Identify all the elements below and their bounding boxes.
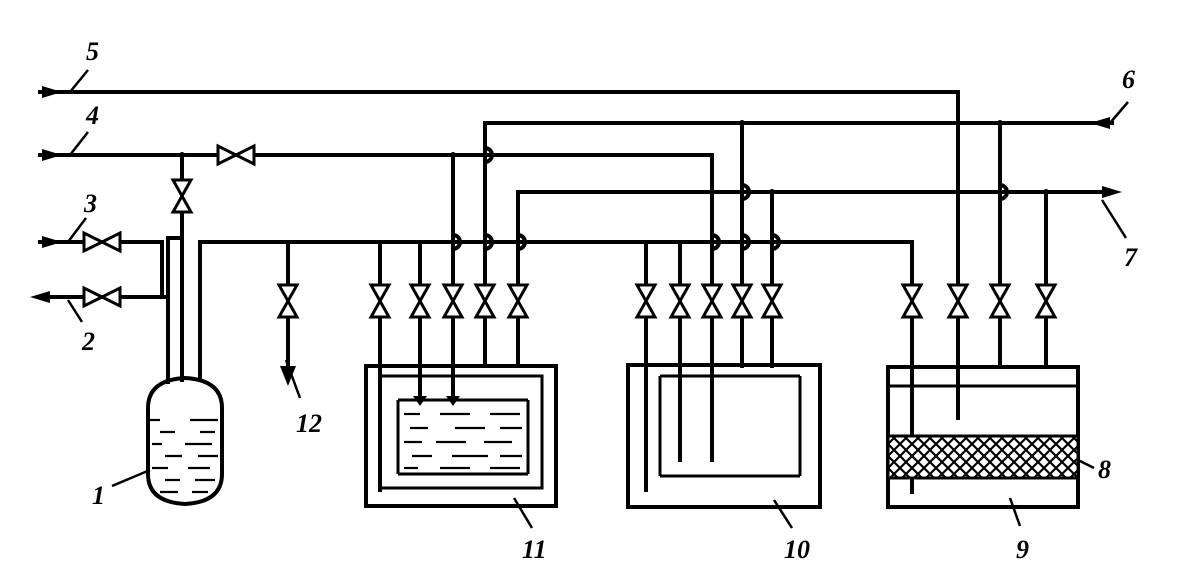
label-1: 1 bbox=[92, 481, 105, 510]
valve-icon[interactable] bbox=[946, 283, 970, 319]
valve-icon[interactable] bbox=[1034, 283, 1058, 319]
valve-icon[interactable] bbox=[408, 283, 432, 319]
valve-icon[interactable] bbox=[760, 283, 784, 319]
valve-icon[interactable] bbox=[506, 283, 530, 319]
label-11: 11 bbox=[522, 535, 547, 564]
valve-icon[interactable] bbox=[276, 283, 300, 319]
valve-icon[interactable] bbox=[82, 230, 122, 254]
valve-icon[interactable] bbox=[700, 283, 724, 319]
valve-icon[interactable] bbox=[988, 283, 1012, 319]
pipe-line-4 bbox=[38, 153, 714, 287]
pipe-line-6 bbox=[483, 121, 1114, 287]
flow-arrow-icon bbox=[1090, 117, 1110, 129]
label-4: 4 bbox=[85, 101, 99, 130]
label-3: 3 bbox=[83, 189, 97, 218]
main-distribution-header bbox=[198, 240, 914, 382]
pipe-crossings bbox=[450, 145, 1009, 252]
flow-arrow-icon bbox=[1102, 186, 1122, 198]
flow-arrow-icon bbox=[42, 149, 62, 161]
valve-icon[interactable] bbox=[473, 283, 497, 319]
valves bbox=[82, 143, 256, 309]
branch-valves bbox=[276, 283, 1058, 319]
valve-icon[interactable] bbox=[730, 283, 754, 319]
flow-arrow-icon bbox=[42, 236, 62, 248]
valve-icon[interactable] bbox=[216, 143, 256, 167]
drain-arrow-icon bbox=[280, 366, 296, 386]
vessel-11-liquid bbox=[404, 412, 522, 470]
flow-arrows bbox=[30, 86, 1122, 303]
component-labels: 5 4 3 2 6 7 12 1 11 10 9 8 bbox=[81, 37, 1138, 564]
valve-icon[interactable] bbox=[668, 283, 692, 319]
label-leaders bbox=[66, 69, 1129, 529]
label-6: 6 bbox=[1122, 65, 1135, 94]
label-8: 8 bbox=[1098, 455, 1111, 484]
valve-icon[interactable] bbox=[170, 178, 194, 214]
packing-layer bbox=[886, 434, 1080, 480]
vessel-9 bbox=[886, 365, 1080, 509]
pipe-line-7 bbox=[516, 190, 1110, 287]
label-9: 9 bbox=[1016, 535, 1029, 564]
vessel-11 bbox=[364, 364, 558, 508]
vessel-1-liquid bbox=[150, 418, 218, 494]
pipe-line-3 bbox=[38, 240, 164, 299]
valve-icon[interactable] bbox=[634, 283, 658, 319]
valve-icon[interactable] bbox=[441, 283, 465, 319]
flow-arrow-icon bbox=[42, 86, 62, 98]
label-5: 5 bbox=[86, 37, 99, 66]
label-12: 12 bbox=[296, 409, 322, 438]
vessel-1-dip-tube bbox=[166, 208, 184, 384]
junction-dots bbox=[179, 120, 1049, 195]
label-10: 10 bbox=[784, 535, 810, 564]
label-2: 2 bbox=[81, 327, 95, 356]
valve-icon[interactable] bbox=[900, 283, 924, 319]
vessel-1 bbox=[146, 375, 224, 507]
valve-icon[interactable] bbox=[368, 283, 392, 319]
label-7: 7 bbox=[1124, 243, 1138, 272]
flow-arrow-icon bbox=[30, 291, 50, 303]
vessel-10 bbox=[626, 363, 822, 509]
valve-icon[interactable] bbox=[82, 285, 122, 309]
